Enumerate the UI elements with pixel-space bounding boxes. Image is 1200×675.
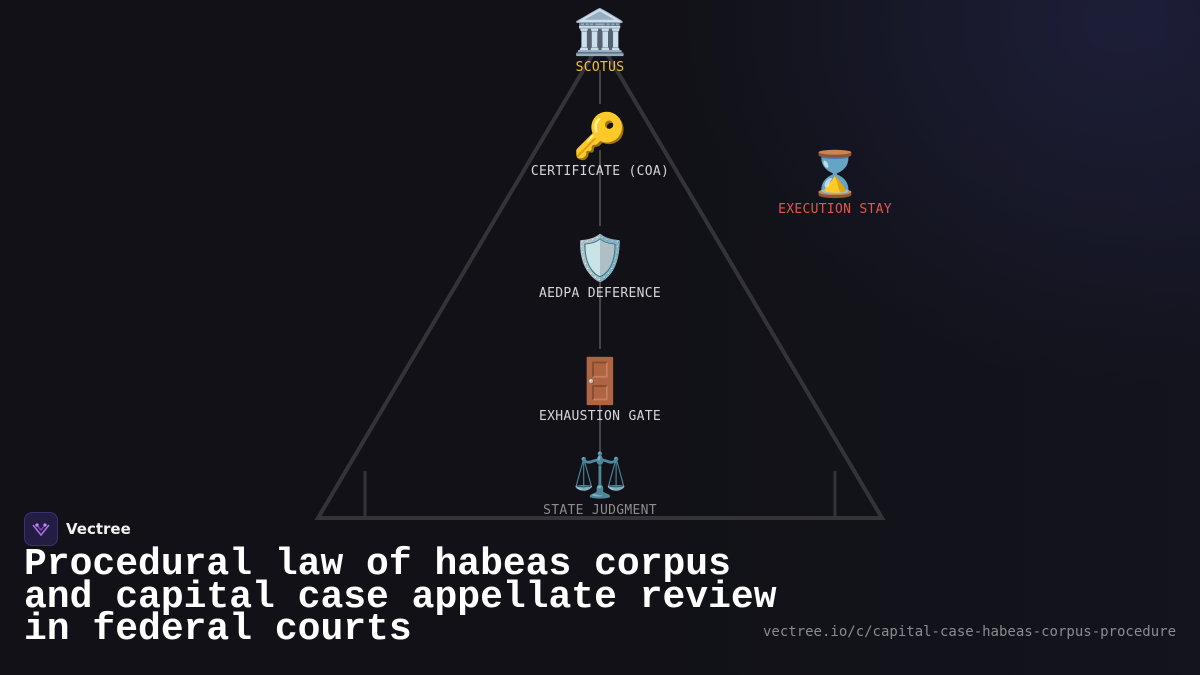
title-line: Procedural law of habeas corpus (24, 543, 731, 586)
brand-name: Vectree (66, 520, 131, 538)
node-aedpa-deference: 🛡️ AEDPA DEFERENCE (539, 234, 661, 302)
title-line: and capital case appellate review (24, 575, 777, 619)
shield-icon: 🛡️ (572, 233, 628, 284)
node-label-certificate: CERTIFICATE (COA) (530, 164, 670, 179)
brand: Vectree (24, 512, 131, 546)
node-label-state-judgment: STATE JUDGMENT (543, 503, 657, 518)
node-label-scotus: SCOTUS (575, 60, 625, 75)
node-label-aedpa: AEDPA DEFERENCE (539, 286, 661, 301)
title-line: in federal courts (24, 608, 412, 651)
key-icon: 🔑 (572, 111, 628, 162)
node-state-judgment: ⚖️ STATE JUDGMENT (543, 451, 657, 519)
hourglass-icon: ⌛ (807, 149, 863, 200)
vectree-logo-icon (24, 512, 58, 546)
courthouse-icon: 🏛️ (572, 7, 628, 58)
node-label-exhaustion: EXHAUSTION GATE (539, 409, 661, 424)
node-certificate-coa: 🔑 CERTIFICATE (COA) (531, 112, 669, 180)
page-title: Procedural law of habeas corpus and capi… (24, 543, 804, 651)
node-exhaustion-gate: 🚪 EXHAUSTION GATE (539, 357, 661, 425)
scales-icon: ⚖️ (572, 450, 628, 501)
source-url[interactable]: vectree.io/c/capital-case-habeas-corpus-… (762, 624, 1176, 640)
door-icon: 🚪 (572, 356, 628, 407)
node-execution-stay: ⌛ EXECUTION STAY (778, 150, 892, 218)
node-scotus: 🏛️ SCOTUS (573, 8, 628, 76)
node-label-execution-stay: EXECUTION STAY (778, 202, 892, 217)
pyramid-outline (314, 38, 886, 520)
